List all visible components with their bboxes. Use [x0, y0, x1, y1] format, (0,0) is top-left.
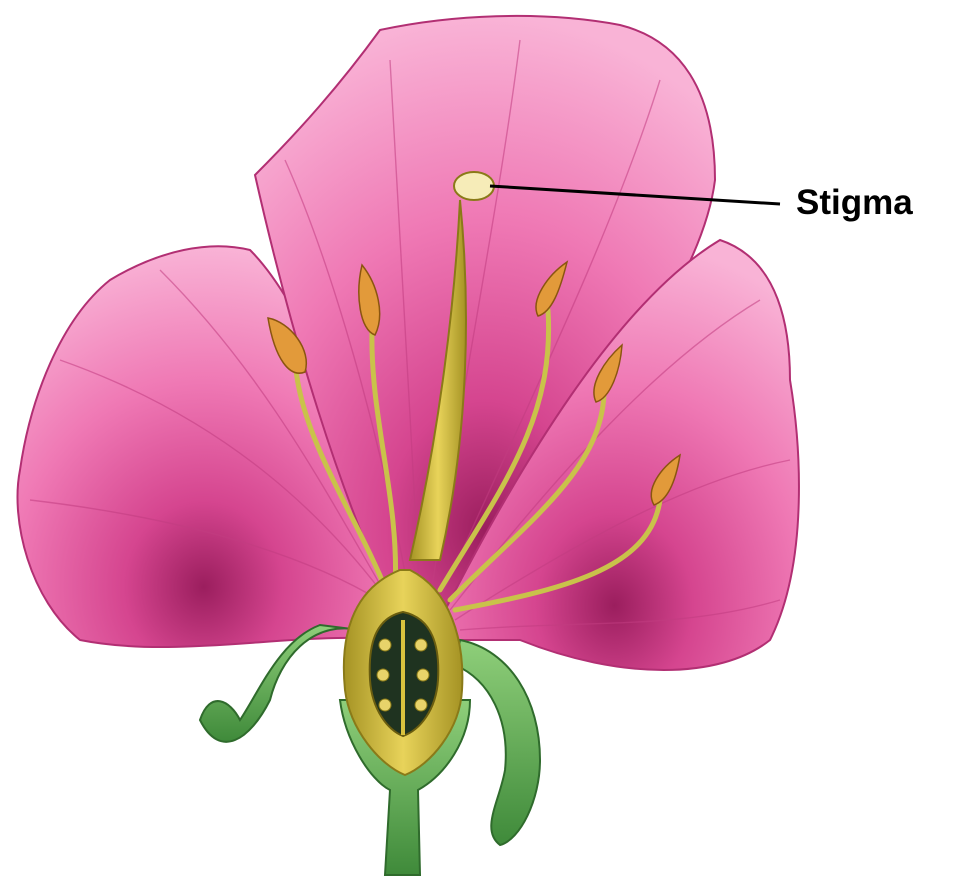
ovule [377, 669, 389, 681]
right-sepal [455, 640, 540, 845]
ovule [415, 699, 427, 711]
stigma-tip [454, 172, 494, 200]
ovule [415, 639, 427, 651]
ovule [379, 699, 391, 711]
ovule [417, 669, 429, 681]
stigma-label: Stigma [796, 183, 913, 223]
ovule [379, 639, 391, 651]
